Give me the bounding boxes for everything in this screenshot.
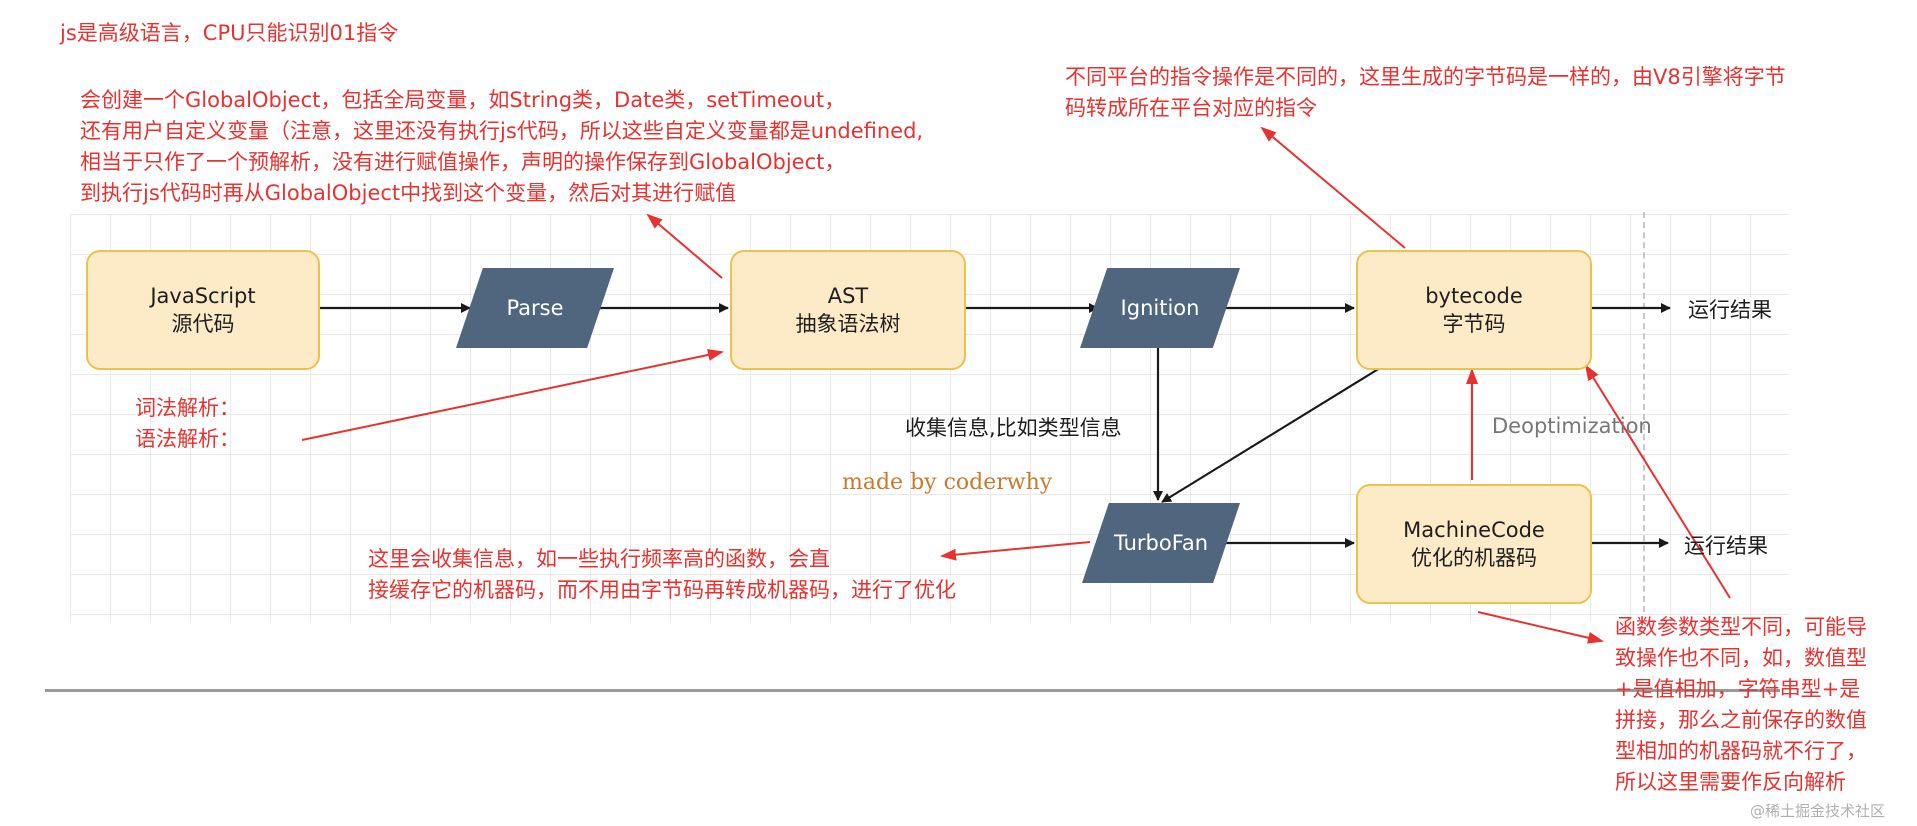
node-machine-code-label: MachineCode: [1403, 518, 1545, 542]
note-turbofan-line: 这里会收集信息，如一些执行频率高的函数，会直: [368, 547, 830, 571]
collect-info-label: 收集信息,比如类型信息: [905, 416, 1122, 440]
arrow-note-deopt-left: [1477, 611, 1604, 644]
node-bytecode: bytecode 字节码: [1356, 250, 1592, 370]
arrow-bytecode-to-turbofan: [1161, 367, 1381, 503]
node-turbofan: TurboFan: [1082, 503, 1240, 583]
node-machine-code-sublabel: 优化的机器码: [1411, 546, 1537, 570]
arrow-note-turbofan: [940, 541, 1091, 561]
node-bytecode-label: bytecode: [1425, 284, 1523, 308]
note-deopt-line: 致操作也不同，如，数值型: [1615, 646, 1867, 670]
result-label-top: 运行结果: [1688, 298, 1772, 322]
node-js-source-label: JavaScript: [150, 284, 256, 308]
note-global-object-line: 会创建一个GlobalObject，包括全局变量，如String类，Date类，…: [80, 88, 846, 112]
node-machine-code: MachineCode 优化的机器码: [1356, 484, 1592, 604]
note-deopt-line: 型相加的机器码就不行了，: [1615, 739, 1867, 763]
note-analysis-line: 语法解析：: [135, 427, 240, 451]
note-platform-line: 码转成所在平台对应的指令: [1065, 96, 1317, 120]
dashed-divider: [1643, 212, 1645, 612]
node-ignition: Ignition: [1080, 268, 1240, 348]
note-title: js是高级语言，CPU只能识别01指令: [60, 21, 399, 45]
horizontal-rule: [45, 689, 1780, 692]
made-by-watermark: made by coderwhy: [842, 470, 1053, 495]
note-analysis: 词法解析： 语法解析：: [135, 393, 240, 455]
note-global-object-line: 相当于只作了一个预解析，没有进行赋值操作，声明的操作保存到GlobalObjec…: [80, 150, 846, 174]
note-turbofan: 这里会收集信息，如一些执行频率高的函数，会直 接缓存它的机器码，而不用由字节码再…: [368, 544, 956, 606]
note-deopt-line: 所以这里需要作反向解析: [1615, 770, 1846, 794]
arrow-note-global-object: [646, 213, 723, 279]
note-platform-line: 不同平台的指令操作是不同的，这里生成的字节码是一样的，由V8引擎将字节: [1065, 65, 1786, 89]
site-credit: @稀土掘金技术社区: [1750, 802, 1886, 820]
note-platform: 不同平台的指令操作是不同的，这里生成的字节码是一样的，由V8引擎将字节 码转成所…: [1065, 62, 1786, 124]
note-deopt-line: 函数参数类型不同，可能导: [1615, 615, 1867, 639]
note-deopt-line: +是值相加，字符串型+是: [1615, 677, 1861, 701]
arrow-note-analysis: [301, 348, 724, 441]
arrow-note-deopt-up: [1584, 364, 1731, 599]
note-deopt: 函数参数类型不同，可能导 致操作也不同，如，数值型 +是值相加，字符串型+是 拼…: [1615, 612, 1867, 798]
node-js-source: JavaScript 源代码: [86, 250, 320, 370]
note-deopt-line: 拼接，那么之前保存的数值: [1615, 708, 1867, 732]
arrow-note-platform: [1260, 126, 1406, 249]
note-global-object-line: 到执行js代码时再从GlobalObject中找到这个变量，然后对其进行赋值: [80, 181, 737, 205]
node-parse: Parse: [456, 268, 614, 348]
node-ast: AST 抽象语法树: [730, 250, 966, 370]
note-global-object: 会创建一个GlobalObject，包括全局变量，如String类，Date类，…: [80, 85, 923, 209]
note-global-object-line: 还有用户自定义变量（注意，这里还没有执行js代码，所以这些自定义变量都是unde…: [80, 119, 924, 143]
node-ast-sublabel: 抽象语法树: [795, 312, 901, 336]
node-js-source-sublabel: 源代码: [171, 312, 235, 336]
note-turbofan-line: 接缓存它的机器码，而不用由字节码再转成机器码，进行了优化: [368, 578, 956, 602]
deoptimization-label: Deoptimization: [1492, 414, 1652, 438]
node-ast-label: AST: [827, 284, 869, 308]
node-bytecode-sublabel: 字节码: [1442, 312, 1506, 336]
result-label-bottom: 运行结果: [1684, 534, 1768, 558]
note-analysis-line: 词法解析：: [135, 396, 240, 420]
